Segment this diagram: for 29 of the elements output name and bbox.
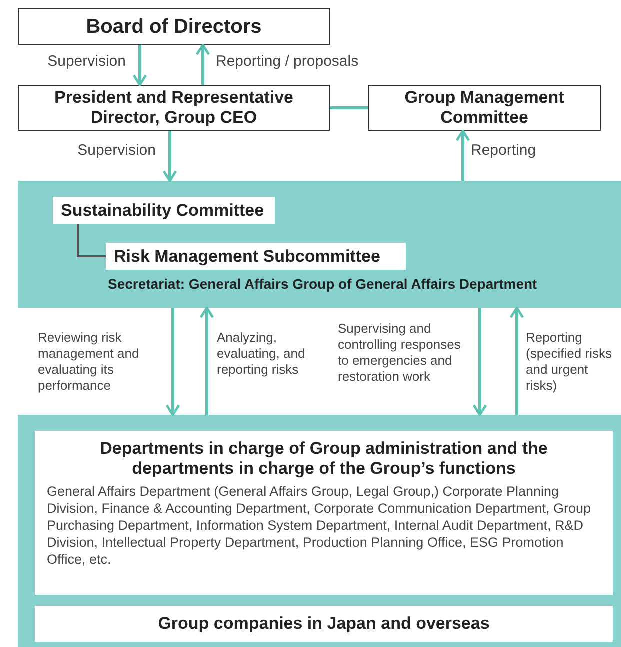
org-box: Group Management Committee	[368, 85, 601, 131]
arrow	[200, 306, 214, 415]
org-box: President and Representative Director, Group CEO	[18, 85, 330, 131]
departments-panel	[18, 415, 621, 647]
committee-panel	[18, 181, 621, 308]
edge-label: Supervising and controlling responses to emergencies and restoration work	[338, 321, 462, 385]
edge-label: Analyzing, evaluating, and reporting risks	[217, 330, 306, 378]
arrow	[132, 45, 148, 86]
arrow	[472, 308, 488, 416]
arrow	[510, 306, 524, 415]
edge-label: Reporting (specified risks and urgent risks)	[526, 330, 613, 394]
committee-label: Risk Management Subcommittee	[106, 243, 406, 270]
arrow	[456, 130, 470, 181]
card-heading: Departments in charge of Group administration and the departments in charge of the Group’s functions	[99, 439, 549, 479]
edge-label: Reporting	[471, 143, 538, 159]
arrow	[166, 308, 180, 416]
arrow	[196, 44, 210, 85]
secretariat-note: Secretariat: General Affairs Group of General Affairs Department	[108, 275, 538, 294]
org-box: Board of Directors	[18, 8, 330, 45]
edge-label: Supervision	[46, 54, 126, 70]
connector-line	[77, 224, 106, 258]
edge-label: Supervision	[76, 143, 156, 159]
departments-card	[35, 431, 613, 595]
arrow	[162, 131, 178, 182]
edge-label: Reviewing risk management and evaluating its performance	[38, 330, 140, 394]
companies-card: Group companies in Japan and overseas	[35, 606, 613, 642]
department-list: General Affairs Department (General Affairs Group, Legal Group,) Corporate Planning Division, Finance & Accounting Department, Corporate Communication Department, Group Purchasing Department, Information System Department, Internal Audit Department, R&D Division, Intellectual Property Department, Production Planning Office, ESG Promotion Office, etc.	[47, 483, 601, 568]
edge-label: Reporting / proposals	[216, 54, 360, 70]
committee-label: Sustainability Committee	[53, 197, 275, 224]
